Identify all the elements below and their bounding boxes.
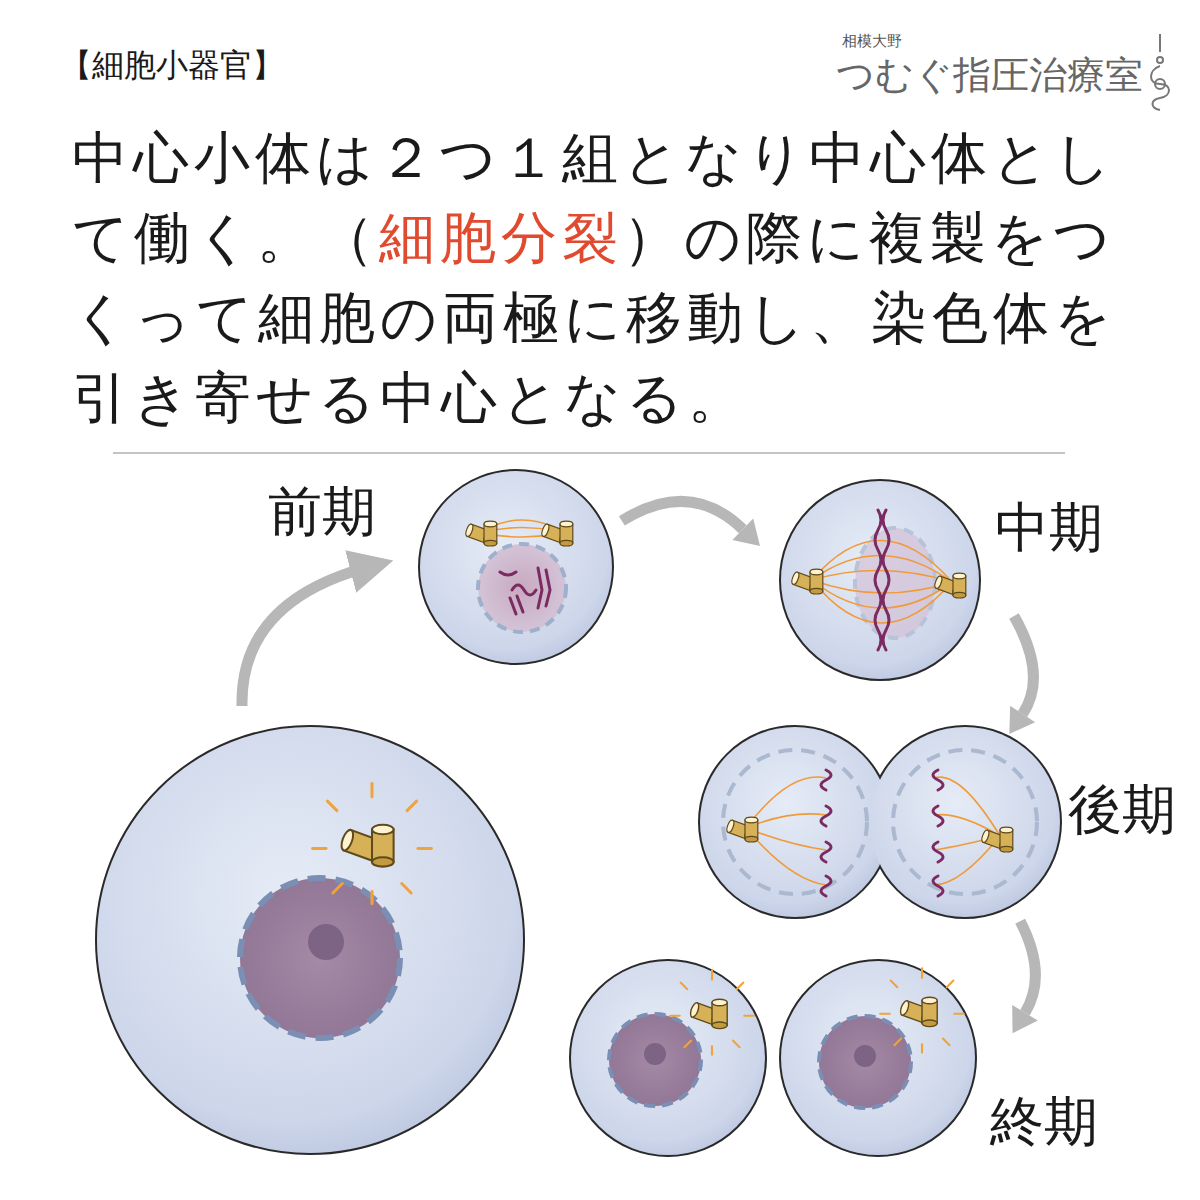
logo-text: 相模大野 — [842, 32, 902, 51]
telophase-cells — [570, 960, 976, 1156]
phase-cell: 中期 — [780, 480, 980, 680]
phase-arrow — [1012, 921, 1038, 1033]
phase-label: 前期 — [268, 476, 376, 549]
logo-text: つむぐ指圧治療室 — [836, 50, 1143, 101]
phase-label: 後期 — [1068, 774, 1176, 847]
prophase-cell — [419, 470, 613, 664]
phase-label: 中期 — [995, 492, 1103, 565]
phase-label: 終期 — [990, 1086, 1098, 1159]
arrow-head — [732, 519, 760, 546]
phase-arrow — [622, 501, 760, 546]
cycle-arrow — [242, 566, 372, 706]
interphase-cell — [96, 726, 524, 1154]
divider-line — [113, 452, 1065, 454]
logo-mark — [1151, 34, 1169, 110]
anaphase-cell — [700, 727, 1060, 917]
arrow-line — [622, 501, 743, 529]
arrow-line — [1020, 921, 1035, 1013]
phase-cell: 終期 — [570, 960, 976, 1158]
arrow-head — [1009, 706, 1035, 734]
metaphase-cell — [780, 480, 980, 680]
main-text: 中心小体は２つ１組となり中心体として働く。（細胞分裂）の際に複製をつくって細胞の… — [72, 118, 1144, 438]
arrow-head — [1012, 1005, 1038, 1033]
category-label: 【細胞小器官】 — [60, 44, 284, 88]
phase-cell: 前期 — [418, 468, 614, 664]
phase-cell: 後期 — [698, 742, 1060, 902]
phase-arrow — [1009, 616, 1035, 734]
arrow-line — [1014, 616, 1033, 714]
